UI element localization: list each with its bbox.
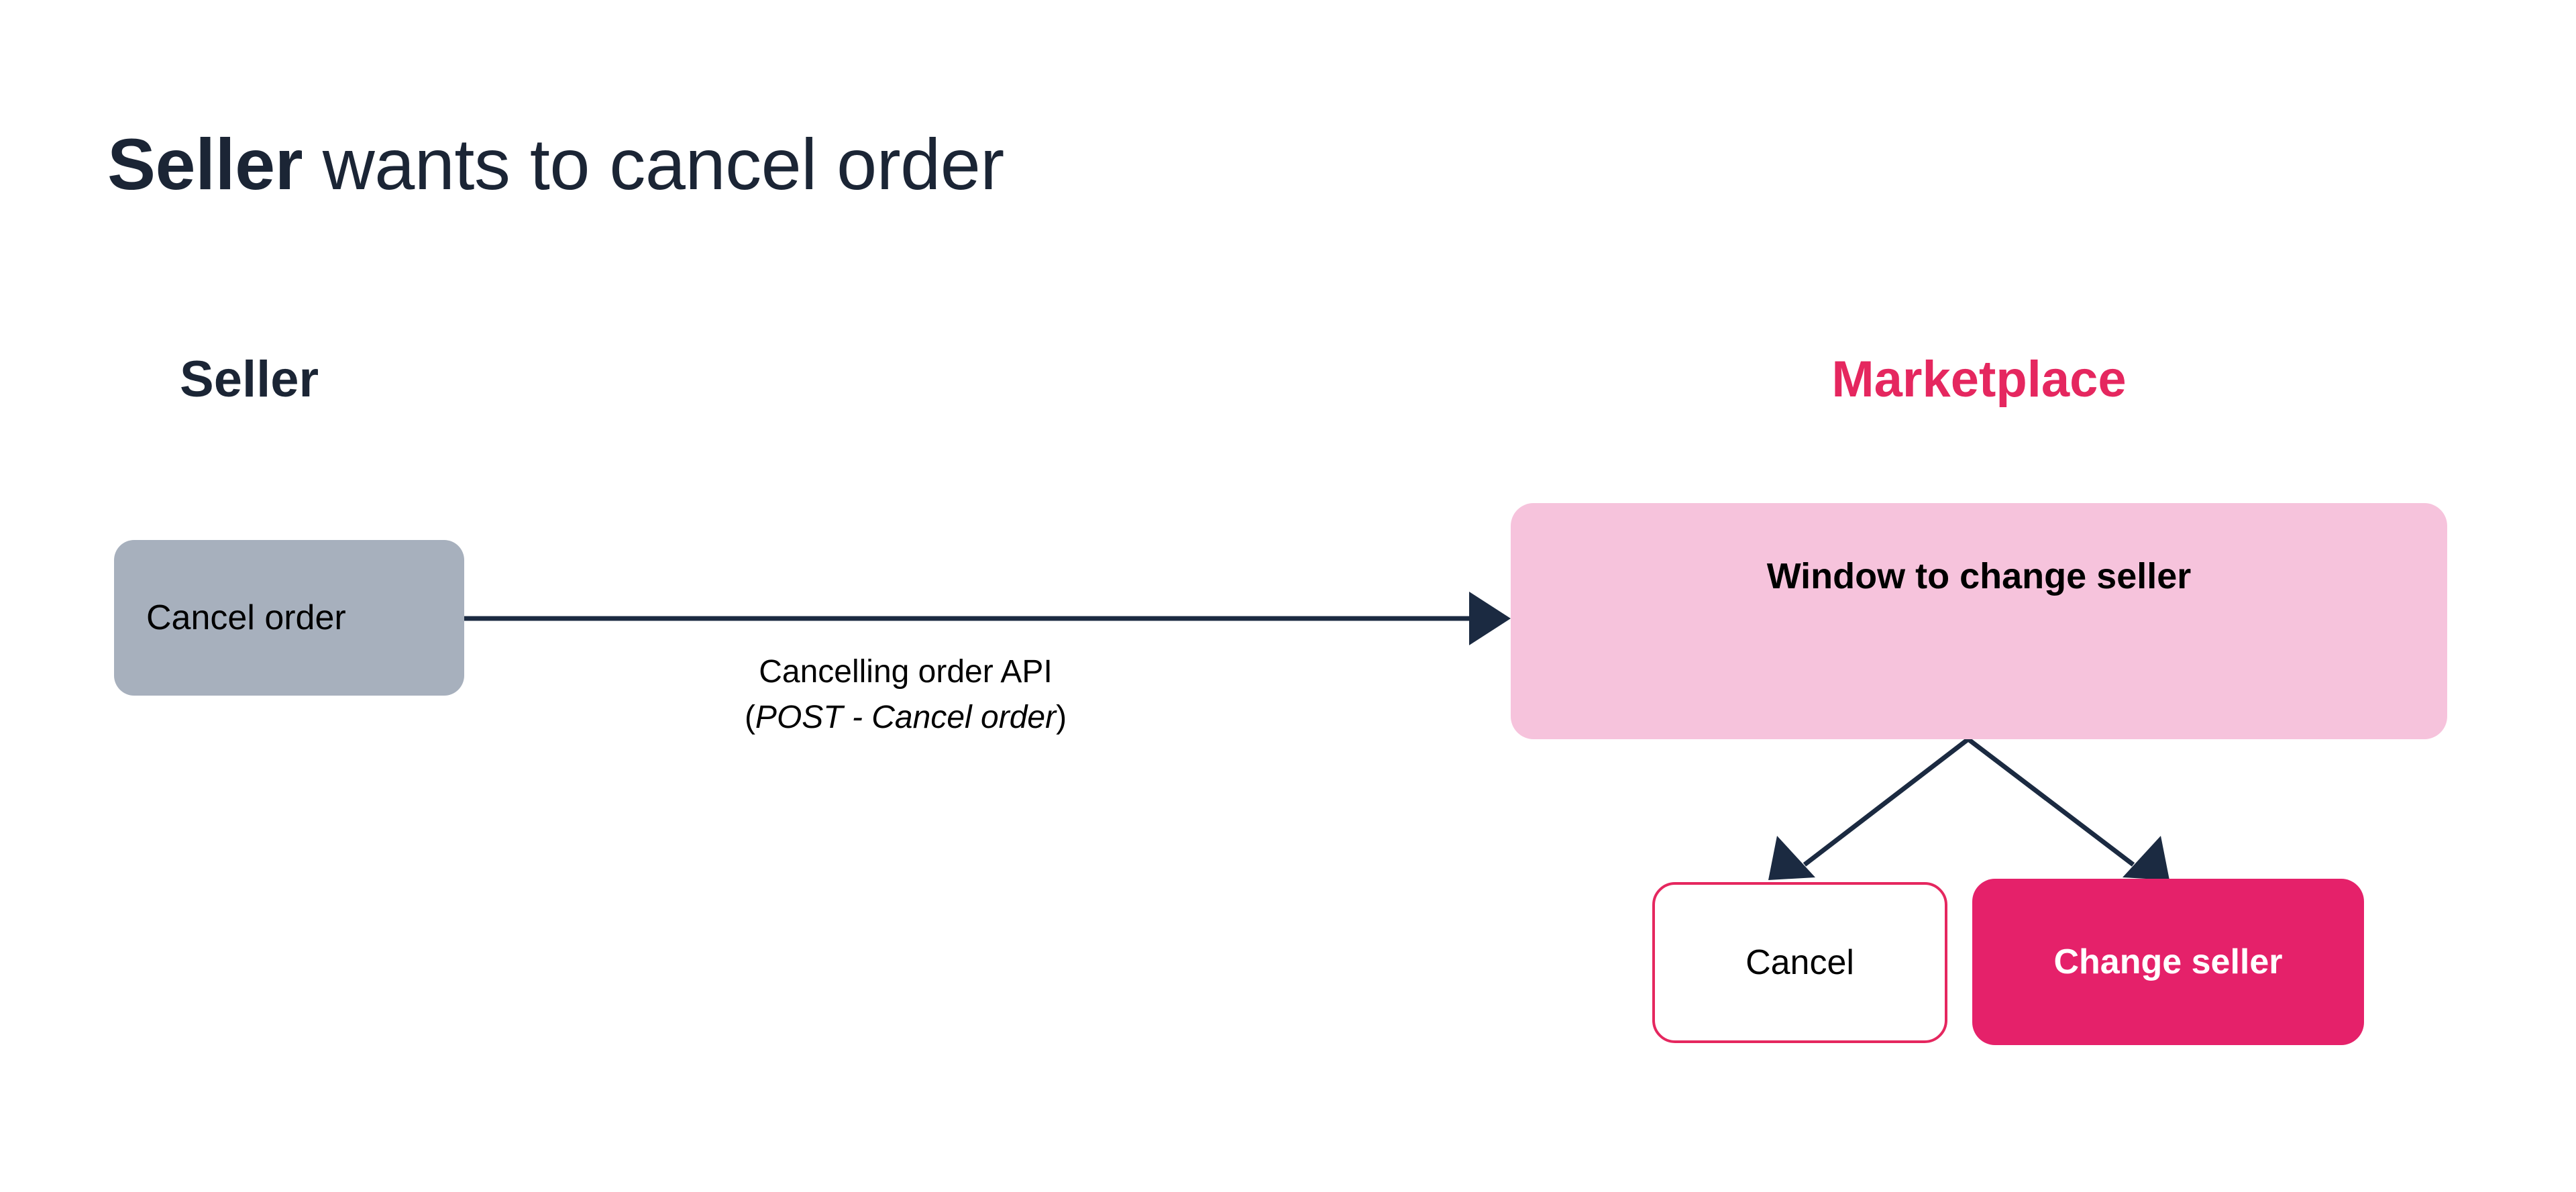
arrow-shaft-panel-to-cancel: [1803, 737, 1970, 867]
connector-label-paren-open: (: [744, 700, 755, 736]
arrow-head-panel-to-cancel: [1768, 836, 1815, 880]
cancel-button[interactable]: Cancel: [1652, 882, 1947, 1043]
page-title-strong: Seller: [107, 123, 303, 205]
node-cancel-order-label: Cancel order: [146, 598, 346, 637]
change-seller-button[interactable]: Change seller: [1972, 879, 2364, 1045]
panel-window-to-change-seller: Window to change seller: [1511, 503, 2447, 739]
arrow-shaft-panel-to-change-seller: [1966, 737, 2135, 867]
column-heading-seller: Seller: [180, 351, 319, 408]
arrow-head-seller-to-marketplace: [1469, 592, 1511, 645]
connector-label-paren-close: ): [1056, 700, 1067, 736]
connector-label-method: POST - Cancel order: [755, 700, 1057, 736]
connector-label-line1: Cancelling order API: [759, 654, 1053, 690]
panel-title: Window to change seller: [1766, 556, 2192, 596]
arrow-head-panel-to-change-seller: [2123, 836, 2169, 880]
page-title-rest: wants to cancel order: [303, 123, 1005, 205]
node-cancel-order[interactable]: Cancel order: [114, 540, 464, 696]
page-title: Seller wants to cancel order: [107, 123, 1005, 205]
connector-label-api-call: Cancelling order API (POST - Cancel orde…: [517, 649, 1295, 741]
column-heading-marketplace: Marketplace: [1831, 351, 2127, 408]
connector-label-line2: (POST - Cancel order): [517, 695, 1295, 741]
